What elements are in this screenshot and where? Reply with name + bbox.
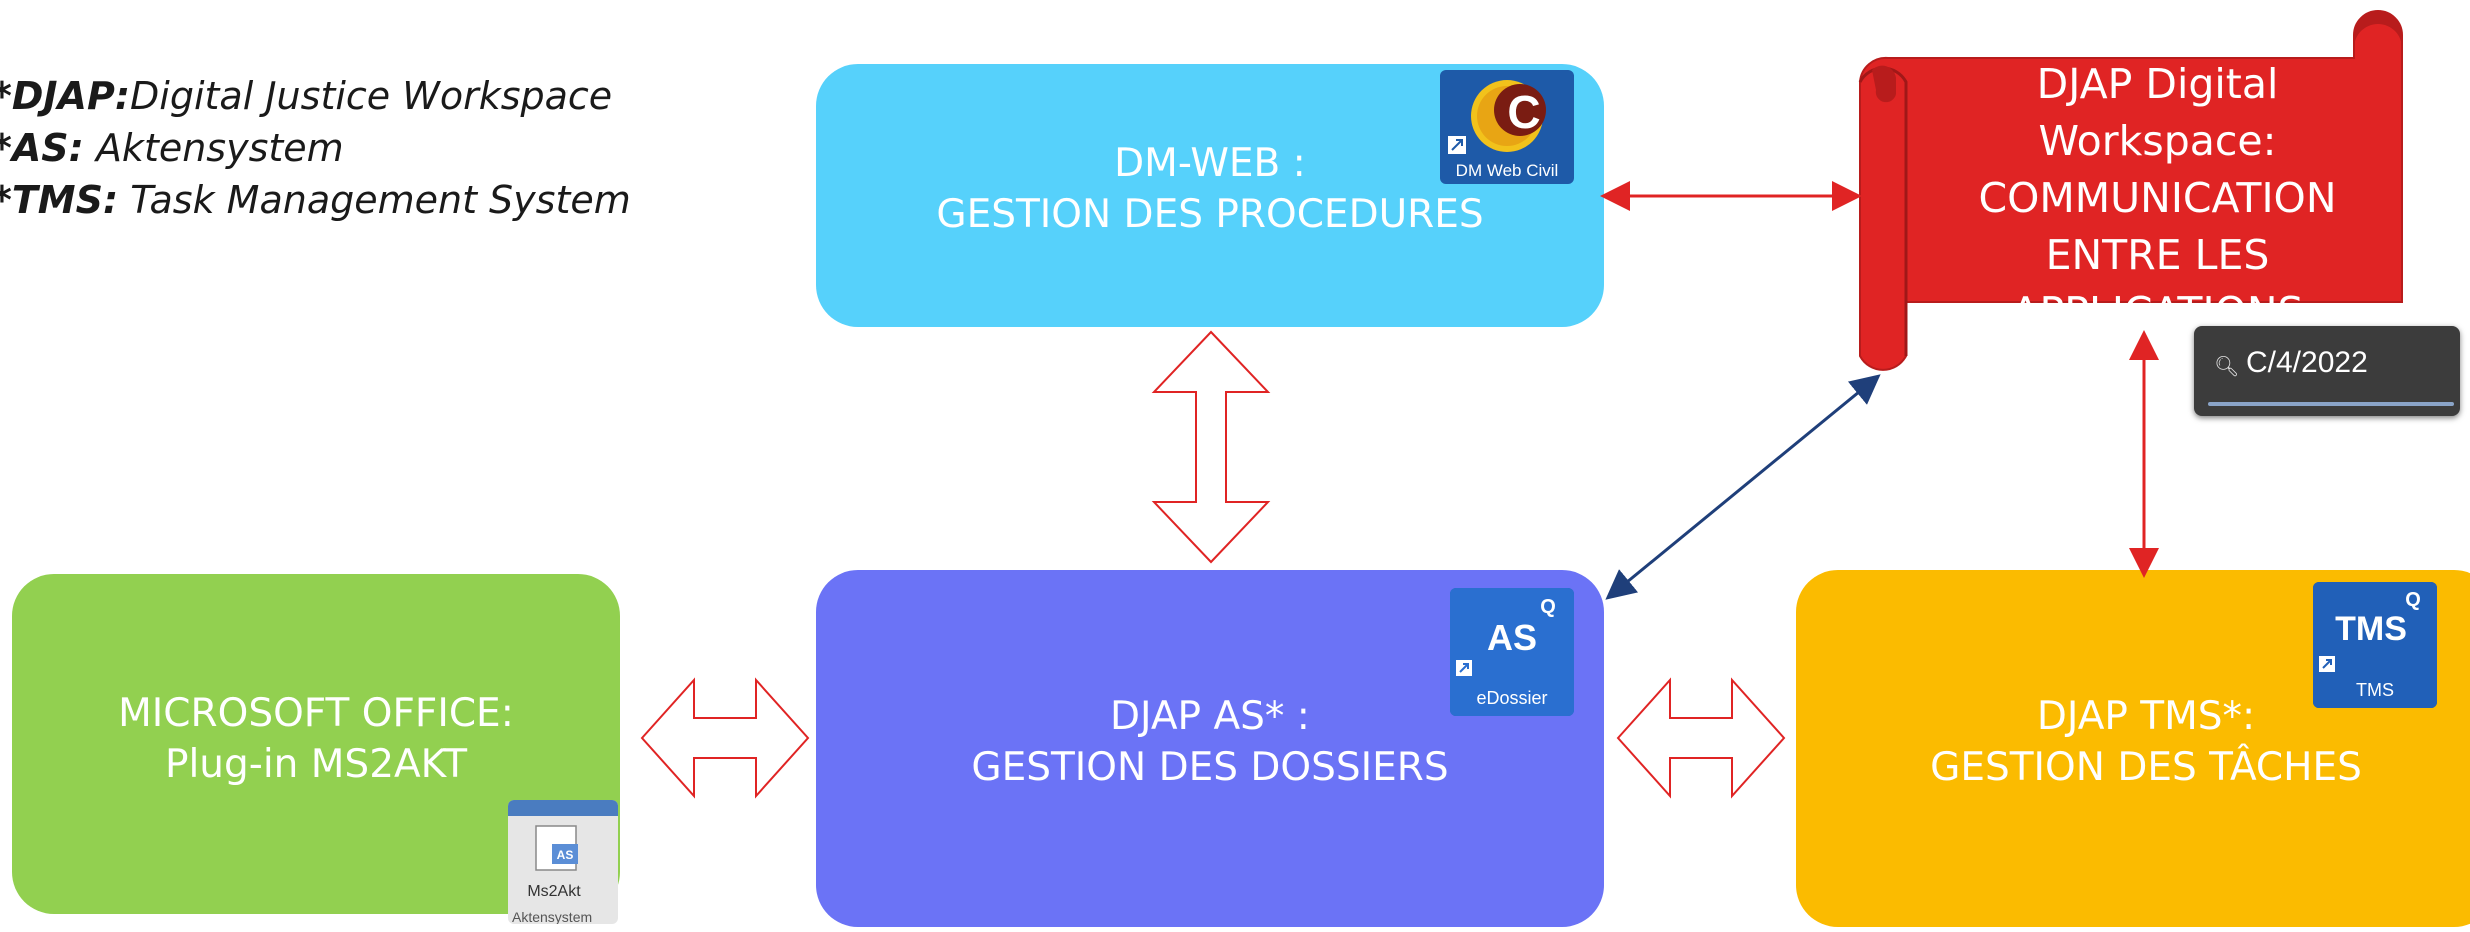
search-value: C/4/2022: [2246, 346, 2368, 379]
svg-text:C: C: [1507, 86, 1540, 138]
svg-text:AS: AS: [1487, 617, 1537, 658]
svg-text:Aktensystem: Aktensystem: [512, 909, 592, 924]
double-arrow-office-as: [640, 677, 810, 799]
ms2akt-logo-icon: AS Ms2Akt Aktensystem: [508, 800, 618, 924]
svg-text:AS: AS: [557, 848, 574, 862]
search-icon: 🔍︎: [2214, 354, 2240, 378]
as-subtitle: GESTION DES DOSSIERS: [971, 744, 1449, 790]
office-title: MICROSOFT OFFICE:: [118, 691, 514, 736]
dmweb-subtitle: GESTION DES PROCEDURES: [936, 191, 1484, 237]
ms2akt-app-icon[interactable]: AS Ms2Akt Aktensystem: [508, 800, 618, 924]
tms-app-icon[interactable]: Q TMS TMS: [2313, 582, 2437, 708]
office-subtitle: Plug-in MS2AKT: [164, 742, 468, 787]
svg-text:Ms2Akt: Ms2Akt: [527, 883, 581, 900]
scroll-line-3: COMMUNICATION: [1978, 174, 2337, 222]
svg-text:TMS: TMS: [2335, 610, 2407, 648]
scroll-line-1: DJAP Digital: [2036, 60, 2279, 108]
tms-logo-icon: Q TMS TMS: [2313, 582, 2437, 708]
scroll-line-4: ENTRE LES: [2045, 231, 2270, 279]
double-arrow-as-tms: [1616, 677, 1786, 799]
search-badge[interactable]: 🔍︎ C/4/2022: [2194, 326, 2460, 416]
tms-subtitle: GESTION DES TÂCHES: [1930, 744, 2362, 790]
dmweb-title: DM-WEB :: [1114, 140, 1306, 186]
scroll-text: DJAP Digital Workspace: COMMUNICATION EN…: [1905, 56, 2410, 341]
tms-title: DJAP TMS*:: [2036, 693, 2256, 739]
legend-item-djap: *DJAP:Digital Justice Workspace: [0, 74, 613, 118]
svg-text:DM Web Civil: DM Web Civil: [1456, 161, 1559, 180]
dmweb-app-icon[interactable]: C DM Web Civil: [1440, 70, 1574, 184]
svg-text:Q: Q: [1540, 596, 1556, 618]
double-arrow-dmweb-as: [1151, 330, 1271, 564]
scroll-line-2: Workspace:: [2038, 117, 2277, 165]
as-app-icon[interactable]: Q AS eDossier: [1450, 588, 1574, 716]
office-box: MICROSOFT OFFICE: Plug-in MS2AKT: [12, 574, 620, 914]
as-title: DJAP AS* :: [1110, 693, 1310, 739]
legend-item-tms: *TMS: Task Management System: [0, 178, 631, 222]
search-underline: [2208, 402, 2454, 406]
as-logo-icon: Q AS eDossier: [1450, 588, 1574, 716]
svg-text:eDossier: eDossier: [1476, 688, 1547, 708]
svg-text:Q: Q: [2405, 589, 2421, 611]
dmweb-logo-icon: C DM Web Civil: [1448, 80, 1559, 180]
legend-item-as: *AS: Aktensystem: [0, 126, 344, 170]
arrow-workspace-as: [1605, 374, 1881, 600]
svg-text:TMS: TMS: [2356, 680, 2394, 700]
legend: *DJAP:Digital Justice Workspace *AS: Akt…: [0, 70, 631, 226]
